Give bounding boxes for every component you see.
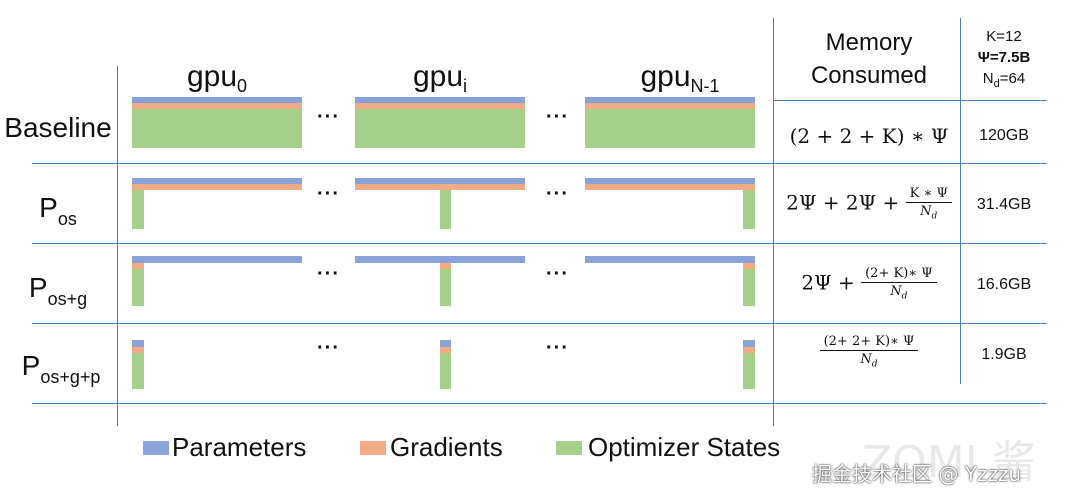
legend-optimizer-swatch bbox=[556, 441, 582, 455]
baseline-gpun-grads bbox=[585, 103, 755, 109]
pos-gpui-optim bbox=[440, 190, 451, 229]
pos-gpui-grads bbox=[355, 184, 525, 190]
ellipsis-baseline-1: ··· bbox=[317, 106, 340, 128]
gpu-title-0: gpu0 bbox=[186, 60, 248, 96]
posg-gpui-optim bbox=[440, 269, 451, 306]
ellipsis-pos-1: ··· bbox=[317, 183, 340, 205]
watermark-text: 掘金技术社区 @ Yzzzu bbox=[812, 462, 1022, 486]
grid-vline-left bbox=[117, 66, 118, 426]
ellipsis-posgp-2: ··· bbox=[546, 337, 569, 359]
pos-gpui-params bbox=[355, 178, 525, 184]
legend-parameters-swatch bbox=[143, 441, 169, 455]
pos-gpu0-optim bbox=[132, 190, 144, 229]
posg-gpu0-grads bbox=[132, 263, 144, 269]
grid-hline-4 bbox=[32, 403, 1047, 404]
baseline-gpui-optim bbox=[355, 109, 525, 148]
posg-gpun-params bbox=[585, 256, 755, 263]
row-label-baseline: Baseline bbox=[4, 112, 112, 143]
grid-hline-2 bbox=[32, 243, 1047, 244]
posg-gpui-grads bbox=[440, 263, 451, 269]
row-label-posgp: Pos+g+p bbox=[21, 350, 101, 387]
watermark-logo: ZOMI 酱 bbox=[862, 437, 1036, 488]
posgp-gpu0-grads bbox=[132, 347, 144, 353]
posgp-gpun-params bbox=[743, 340, 755, 347]
posgp-gpui-optim bbox=[440, 353, 451, 389]
formula-baseline: (2 + 2 + K) ∗ Ψ bbox=[789, 124, 949, 148]
baseline-gpu0-optim bbox=[132, 109, 302, 148]
pos-gpu0-params bbox=[132, 178, 302, 184]
ellipsis-pos-2: ··· bbox=[546, 183, 569, 205]
baseline-gpu0-grads bbox=[132, 103, 302, 109]
row-label-posg: Pos+g bbox=[28, 272, 88, 309]
posgp-gpun-grads bbox=[743, 347, 755, 353]
posgp-gpun-optim bbox=[743, 353, 755, 389]
row-label-pos: Pos bbox=[39, 192, 77, 229]
ellipsis-baseline-2: ··· bbox=[546, 106, 569, 128]
posgp-gpu0-params bbox=[132, 340, 144, 347]
baseline-gpu0-params bbox=[132, 97, 302, 103]
baseline-gpui-params bbox=[355, 97, 525, 103]
legend-gradients-swatch bbox=[360, 441, 386, 455]
pos-gpun-optim bbox=[743, 190, 755, 229]
posgp-gpu0-optim bbox=[132, 353, 144, 389]
ellipsis-posgp-1: ··· bbox=[317, 337, 340, 359]
posg-gpun-optim bbox=[743, 269, 755, 306]
ellipsis-posg-2: ··· bbox=[546, 263, 569, 285]
grid-hline-1 bbox=[32, 163, 1047, 164]
grid-vline-values bbox=[960, 18, 961, 384]
memory-posg: 16.6GB bbox=[976, 276, 1032, 293]
memory-posgp: 1.9GB bbox=[981, 346, 1027, 363]
legend-optimizer-label: Optimizer States bbox=[588, 432, 781, 462]
legend-parameters-label: Parameters bbox=[172, 432, 307, 462]
memory-pos: 31.4GB bbox=[976, 196, 1032, 213]
posgp-gpui-params bbox=[440, 340, 451, 347]
legend-gradients-label: Gradients bbox=[390, 432, 503, 462]
grid-vline-memory bbox=[773, 18, 774, 426]
pos-gpun-params bbox=[585, 178, 755, 184]
gpu-title-i: gpui bbox=[412, 60, 468, 96]
posgp-gpui-grads bbox=[440, 347, 451, 353]
grid-hline-3 bbox=[32, 323, 1047, 324]
baseline-gpui-grads bbox=[355, 103, 525, 109]
grid-hline-header bbox=[773, 100, 1047, 101]
gpu-title-n-1: gpuN-1 bbox=[640, 60, 720, 96]
posg-gpun-grads bbox=[743, 263, 755, 269]
memory-baseline: 120GB bbox=[979, 127, 1029, 144]
memory-consumed-header: Memory Consumed bbox=[810, 29, 928, 89]
pos-gpu0-grads bbox=[132, 184, 302, 190]
posg-gpu0-optim bbox=[132, 269, 144, 306]
baseline-gpun-optim bbox=[585, 109, 755, 148]
parameter-settings: K=12 Ψ=7.5B Nd=64 bbox=[977, 28, 1031, 90]
baseline-gpun-params bbox=[585, 97, 755, 103]
posg-gpu0-params bbox=[132, 256, 302, 263]
posg-gpui-params bbox=[355, 256, 525, 263]
pos-gpun-grads bbox=[585, 184, 755, 190]
ellipsis-posg-1: ··· bbox=[317, 263, 340, 285]
